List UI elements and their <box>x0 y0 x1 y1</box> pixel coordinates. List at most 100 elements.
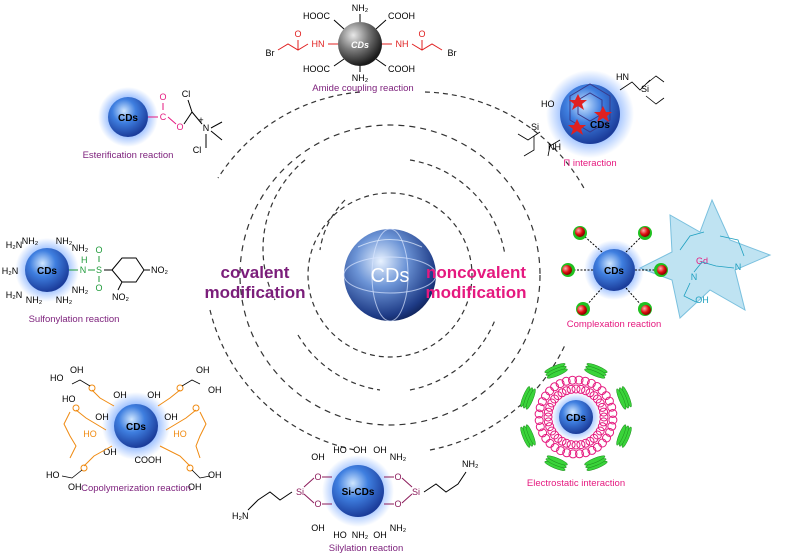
silyl-o-3: O <box>394 472 401 482</box>
sulf-cds-label: CDs <box>37 266 57 277</box>
pi-si-right: Si <box>641 84 649 94</box>
caption-pi: Π interaction <box>563 158 616 169</box>
sulf-no2-para: NO₂ <box>151 265 169 275</box>
sulf-no2-ortho: NO₂ <box>112 292 130 302</box>
electrostatic-structure: CDs <box>520 363 632 471</box>
copoly-oh-2: OH <box>147 390 161 400</box>
amide-o-right: O <box>418 29 425 39</box>
sulf-h: H <box>81 255 88 265</box>
sulf-nh2-2: NH₂ <box>56 236 73 246</box>
copoly-oh-8: OH <box>208 385 222 395</box>
silyl-nh2-2: NH₂ <box>352 530 369 540</box>
center-label: CDs <box>371 265 410 287</box>
silyl-cds-label: Si-CDs <box>342 487 375 498</box>
ester-o-double: O <box>159 92 166 102</box>
pi-si-left: Si <box>531 122 539 132</box>
sulf-nh2-3: NH₂ <box>72 243 89 253</box>
silyl-nh2-end: NH₂ <box>462 459 479 469</box>
copoly-oh-5: OH <box>103 447 117 457</box>
ester-cl-top: Cl <box>182 89 191 99</box>
pi-nh: NH <box>548 142 561 152</box>
copoly-oh-3: OH <box>95 412 109 422</box>
complexation-structure: Gd N N OH CDs <box>561 198 772 319</box>
amide-nh2-bottom: NH₂ <box>352 73 369 83</box>
copoly-oh-6: OH <box>70 365 84 375</box>
electro-cds-label: CDs <box>566 413 586 424</box>
silyl-o-4: O <box>394 499 401 509</box>
copoly-cooh: COOH <box>135 455 162 465</box>
complex-gd: Gd <box>696 256 708 266</box>
silyl-o-1: O <box>314 472 321 482</box>
gd-chelate-star <box>638 198 772 319</box>
amide-hooc-bl: HOOC <box>303 64 331 74</box>
ester-cds-label: CDs <box>118 113 138 124</box>
caption-amide: Amide coupling reaction <box>312 83 413 94</box>
caption-silylation: Silylation reaction <box>329 543 403 554</box>
noncovalent-line-2: modification <box>425 283 526 302</box>
amide-br-left: Br <box>266 48 275 58</box>
concentric-arcs <box>209 91 586 451</box>
amide-br-right: Br <box>448 48 457 58</box>
covalent-line-1: covalent <box>221 263 290 282</box>
ring-1 <box>307 192 473 358</box>
silyl-nh2-1: NH₂ <box>390 452 407 462</box>
sulf-o-top: O <box>95 245 102 255</box>
electro-membrane-ring <box>534 375 618 459</box>
copolymerization-structure: CDs OH OH OH OH HO HO OH COOH HO OH HO O… <box>46 365 222 492</box>
caption-copolymerization: Copolymerization reaction <box>81 483 191 494</box>
pi-hn: HN <box>616 72 629 82</box>
sulf-s: S <box>96 265 102 275</box>
silyl-si-left: Si <box>296 487 304 497</box>
amide-hooc-tl: HOOC <box>303 11 331 21</box>
silyl-oh-5: OH <box>373 530 387 540</box>
amide-cds-label: CDs <box>351 40 369 50</box>
silylation-structure: Si-CDs OH HO OH OH NH₂ OH HO NH₂ OH NH₂ … <box>232 445 479 540</box>
copoly-ho-3: HO <box>50 373 64 383</box>
ester-n-plus: + <box>198 115 203 125</box>
complex-n-2: N <box>735 262 742 272</box>
ester-c: C <box>160 112 167 122</box>
electro-green-blades <box>520 363 632 471</box>
ester-cl-bottom: Cl <box>193 145 202 155</box>
sulf-h2n-3: H₂N <box>6 290 23 300</box>
pi-cds-label: CDs <box>590 120 610 131</box>
silyl-nh2-3: NH₂ <box>390 523 407 533</box>
noncovalent-line-1: noncovalent <box>426 263 526 282</box>
copoly-oh-10: OH <box>188 482 202 492</box>
sulf-o-bottom: O <box>95 283 102 293</box>
silyl-oh-2: OH <box>353 445 367 455</box>
esterification-structure: CDs C O O Cl N + Cl <box>98 87 223 155</box>
sulf-nh2-1: NH₂ <box>22 236 39 246</box>
copoly-ho-4: HO <box>62 394 76 404</box>
copoly-oh-4: OH <box>164 412 178 422</box>
sulf-h2n-2: H₂N <box>2 266 19 276</box>
noncovalent-label: noncovalent modification <box>425 263 526 302</box>
amide-cds-sphere <box>338 22 382 66</box>
sulf-h2n-1: H₂N <box>6 240 23 250</box>
complex-oh: OH <box>695 295 709 305</box>
silyl-oh-1: OH <box>311 452 325 462</box>
copoly-oh-9: OH <box>68 482 82 492</box>
silyl-ho-1: HO <box>333 445 347 455</box>
copoly-cds-label: CDs <box>126 422 146 433</box>
sulf-nh2-5: NH₂ <box>26 295 43 305</box>
caption-esterification: Esterification reaction <box>83 150 174 161</box>
copoly-oh-1: OH <box>113 390 127 400</box>
copoly-ho-1: HO <box>83 429 97 439</box>
amide-nh: NH <box>396 39 409 49</box>
sulf-n: N <box>80 265 87 275</box>
copoly-ho-5: HO <box>46 470 60 480</box>
silyl-h2n: H₂N <box>232 511 249 521</box>
caption-complexation: Complexation reaction <box>567 319 662 330</box>
ring-3 <box>239 124 541 426</box>
amide-hn: HN <box>312 39 325 49</box>
sulfonylation-structure: CDs NH₂ NH₂ H₂N NH₂ H₂N H₂N NH₂ NH₂ NH₂ … <box>2 236 169 305</box>
silyl-oh-3: OH <box>373 445 387 455</box>
complex-n-1: N <box>691 272 698 282</box>
amide-o-left: O <box>294 29 301 39</box>
pi-interaction-structure: CDs HO Si Si HN NH <box>517 70 665 158</box>
silyl-oh-4: OH <box>311 523 325 533</box>
silyl-si-right: Si <box>412 487 420 497</box>
amide-nh2-top: NH₂ <box>352 3 369 13</box>
